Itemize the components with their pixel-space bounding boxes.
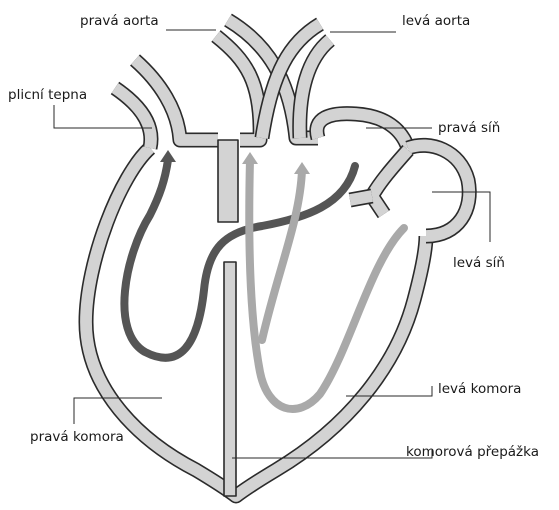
leader-komorova-prepazka <box>232 450 432 458</box>
label-leva-komora: levá komora <box>438 381 521 397</box>
blood-flow <box>124 150 404 409</box>
label-prava-sin: pravá síň <box>438 120 500 136</box>
left-atrium-wall-fill <box>408 145 469 236</box>
upper-septum-wall <box>218 140 238 222</box>
label-komorova-prepazka: komorová přepážka <box>406 444 539 460</box>
oxygenated-arrowhead-b <box>294 162 310 174</box>
heart-walls <box>86 20 469 496</box>
label-plicni-tepna: plicní tepna <box>8 87 87 103</box>
label-leva-sin: levá síň <box>453 255 505 271</box>
deoxygenated-arrowhead <box>160 150 176 162</box>
atrial-valve-tip-fill <box>350 196 372 200</box>
pulmonary-artery-wall-fill <box>115 88 151 148</box>
deoxygenated-flow-line <box>124 160 355 358</box>
label-prava-komora: pravá komora <box>30 429 124 445</box>
ventricular-septum <box>224 262 236 496</box>
label-leva-aorta: levá aorta <box>402 13 470 29</box>
label-prava-aorta: pravá aorta <box>80 13 159 29</box>
oxygenated-arrowhead-a <box>242 152 258 164</box>
oxygenated-flow-line-b <box>262 170 302 340</box>
